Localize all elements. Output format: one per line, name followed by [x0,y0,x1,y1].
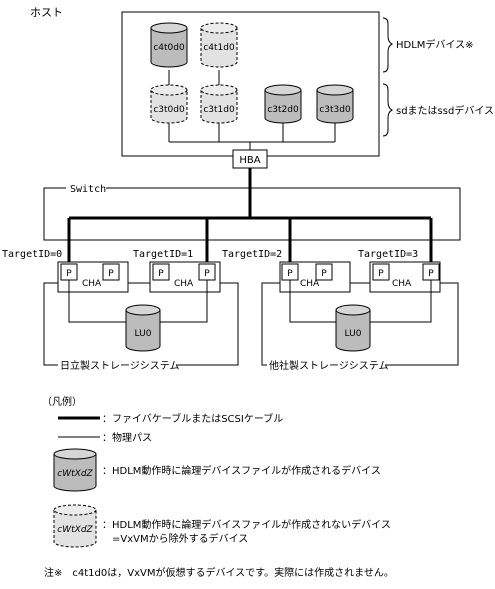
target-id-0: TargetID=0 [2,249,62,260]
hitachi-storage-label: 日立製ストレージシステム [60,359,180,372]
disk-label-c3t1d0: c3t1d0 [203,105,235,115]
target-id-3: TargetID=3 [358,249,418,260]
port-label-2: P [108,269,114,279]
port-7 [372,263,390,281]
target-id-2: TargetID=2 [222,249,282,260]
disk-label-c3t2d0: c3t2d0 [267,105,299,115]
cha-label-1: CHA [82,279,102,289]
disk-label-c3t3d0: c3t3d0 [319,105,351,115]
target-id-1: TargetID=1 [133,249,193,260]
cha-label-3: CHA [300,279,320,289]
disk-c4t1d0: c4t1d0 [200,22,238,68]
lu-label-other: LU0 [345,329,362,339]
lu-label-hitachi: LU0 [135,329,152,339]
legend-fiber-text: ：ファイバケーブルまたはSCSIケーブル [102,412,283,425]
hdlm-bracket [382,17,394,73]
disk-c3t0d0: c3t0d0 [150,84,188,124]
legend-not-created-text-1: ：HDLM動作時に論理デバイスファイルが作成されないデバイス [102,518,391,531]
legend-solid-disk: cWtXdZ [53,448,97,492]
other-storage-label: 他社製ストレージシステム [269,359,389,372]
port-6 [315,263,333,281]
port-label-1: P [66,269,72,279]
port-label-3: P [158,269,164,279]
hba-label: HBA [239,155,260,166]
disk-c3t1d0: c3t1d0 [200,84,238,124]
legend-dashed-disk: cWtXdZ [53,504,97,548]
disk-label-c3t0d0: c3t0d0 [153,105,185,115]
legend-not-created-text-2: =VxVMから除外するデバイス [112,532,248,545]
switch-label: Switch [70,184,106,195]
disk-c3t3d0: c3t3d0 [316,84,354,124]
lu-other: LU0 [335,304,371,352]
lu-hitachi: LU0 [125,304,161,352]
legend-solid-disk-label: cWtXdZ [57,469,93,479]
cha-label-4: CHA [392,279,412,289]
port-label-6: P [321,269,327,279]
disk-c3t2d0: c3t2d0 [264,84,302,124]
host-label: ホスト [30,6,63,19]
switch-box [43,187,461,241]
legend-created-text: ：HDLM動作時に論理デバイスファイルが作成されるデバイス [102,464,381,477]
footnote: 注※ c4t1d0は，VxVMが仮想するデバイスです。実際には作成されません。 [44,566,394,579]
port-label-8: P [428,269,434,279]
port-2 [102,263,120,281]
disk-label-c4t0d0: c4t0d0 [153,43,185,53]
port-label-5: P [287,269,293,279]
sd-bracket [382,83,394,137]
legend-title: （凡例） [42,395,82,408]
disk-c4t0d0: c4t0d0 [150,22,188,68]
hdlm-device-label: HDLMデバイス※ [396,38,474,51]
disk-label-c4t1d0: c4t1d0 [203,43,235,53]
sd-device-label: sdまたはssdデバイス [396,104,494,117]
port-label-4: P [204,269,210,279]
port-label-7: P [378,269,384,279]
legend-path-text: ：物理パス [102,431,152,444]
cha-label-2: CHA [174,279,194,289]
port-3 [152,263,170,281]
legend-dashed-disk-label: cWtXdZ [57,525,93,535]
